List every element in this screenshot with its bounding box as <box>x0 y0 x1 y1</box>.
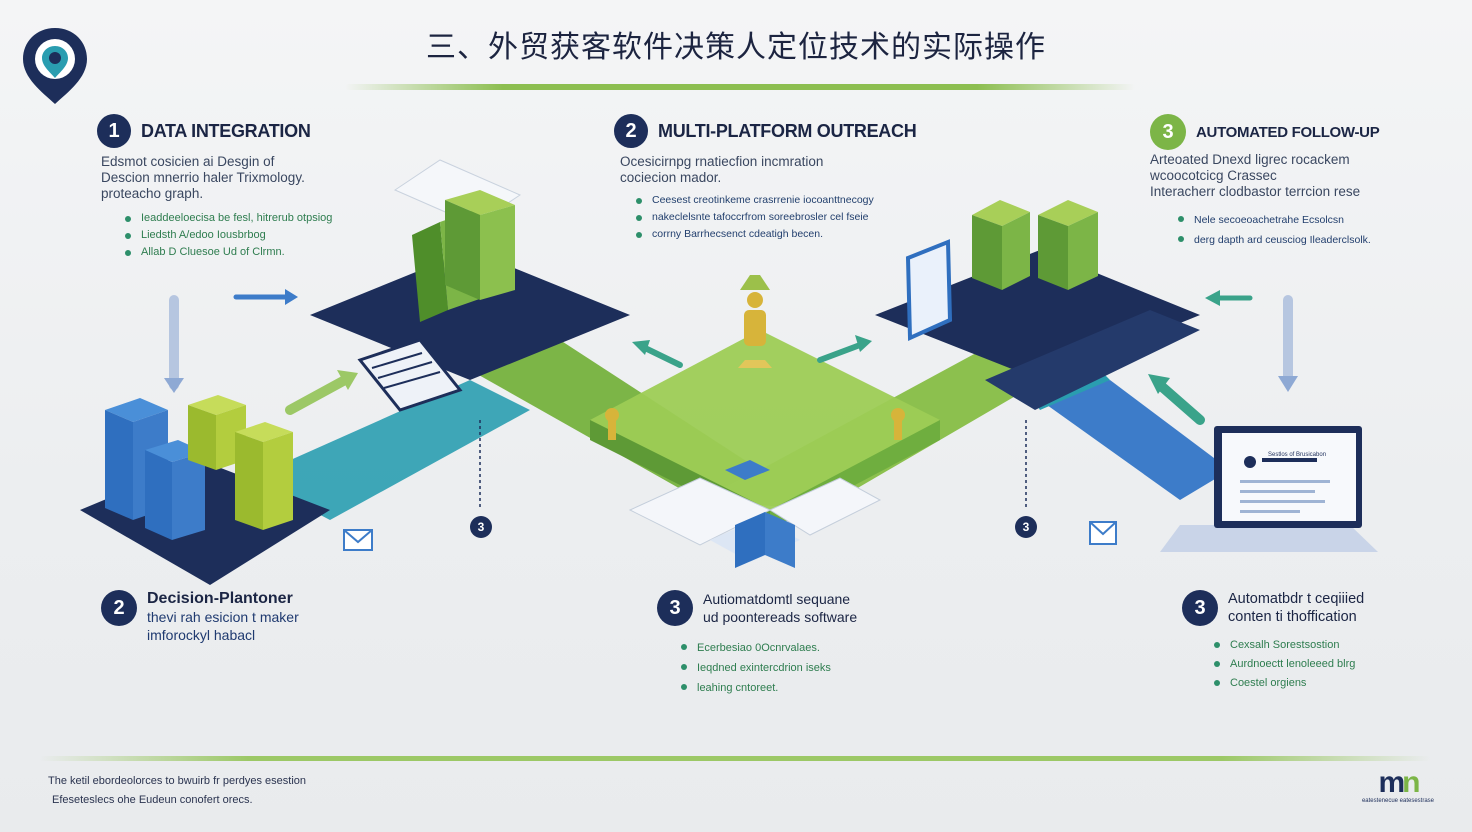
section-automated-follow-up: 3 AUTOMATED FOLLOW-UP Arteoated Dnexd li… <box>1150 114 1380 250</box>
desc-line: imforockyl habacl <box>147 627 256 643</box>
document-card-icon <box>357 338 463 412</box>
laptop-screen-header: Sestlos of Brusicabon <box>1268 452 1327 458</box>
section-multi-platform-outreach: 2 MULTI-PLATFORM OUTREACH Ocesicirnpg rn… <box>614 114 917 243</box>
footer-line: Efeseteslecs ohe Eudeun conofert orecs. <box>52 794 253 806</box>
section-number-badge: 3 <box>1182 590 1218 626</box>
lime-server-stack-icon <box>188 395 293 530</box>
footer-line: The ketil ebordeolorces to bwuirb fr per… <box>48 775 307 787</box>
section-number-badge: 3 <box>657 590 693 626</box>
bullet-item: corrny Barrhecsenct cdeatigh becen. <box>636 226 916 243</box>
bullet-item: nakeclelsnte tafoccrfrom soreebrosler ce… <box>636 209 916 226</box>
section-number-badge: 3 <box>1150 114 1186 150</box>
bullet-item: Ieaddeeloecisa be fesl, hitrerub otpsiog <box>125 210 332 227</box>
bullet-item: leahing cntoreet. <box>681 678 857 698</box>
laptop-icon <box>1160 426 1378 552</box>
section-title: Decision-Plantoner <box>147 590 293 607</box>
bullet-item: derg dapth ard ceusciog Ileaderclsolk. <box>1178 230 1379 250</box>
bullet-item: Liedsth A/edoo Iousbrbog <box>125 227 332 244</box>
desc-line: Edsmot cosicien ai Desgin of <box>101 154 275 169</box>
desc-line: Ocesicirnpg rnatiecfion incmration <box>620 154 824 169</box>
brand-logo: mn eatestenecue eatesestrase <box>1356 766 1440 804</box>
brand-caption: eatestenecue eatesestrase <box>1361 798 1435 804</box>
bullet-item: Coestel orgiens <box>1214 674 1364 693</box>
section-title: DATA INTEGRATION <box>141 120 311 141</box>
section-title: AUTOMATED FOLLOW-UP <box>1196 123 1380 141</box>
section-title-line: conten ti thoffication <box>1228 609 1357 625</box>
location-pin-logo-icon <box>20 26 90 106</box>
desc-line: thevi rah esicion t maker <box>147 609 299 625</box>
gold-person-icon <box>738 275 772 368</box>
bullet-item: Ecerbesiao 0Ocnrvalaes. <box>681 638 857 658</box>
bullet-item: Ieqdned exintercdrion iseks <box>681 658 857 678</box>
bullet-item: Aurdnoectt lenoleeed blrg <box>1214 655 1364 674</box>
flow-marker-right: 3 <box>1015 516 1037 538</box>
section-title-line: ud poontereads software <box>703 609 858 625</box>
section-title-line: Automatbdr t ceqiiied <box>1228 591 1365 607</box>
section-automated-content: 3 Automatbdr t ceqiiied conten ti thoffi… <box>1182 590 1364 693</box>
section-number-badge: 1 <box>97 114 131 148</box>
blue-flow-band-right <box>1040 380 1230 500</box>
green-central-platform <box>590 330 940 510</box>
section-title: MULTI-PLATFORM OUTREACH <box>658 120 917 141</box>
desc-line: wcoocotcicg Crassec <box>1150 168 1277 183</box>
bullet-item: Nele secoeoachetrahe Ecsolcsn <box>1178 210 1379 230</box>
arrow-head <box>285 289 298 305</box>
bullet-item: Cexsalh Sorestsostion <box>1214 636 1364 655</box>
footer-note: The ketil ebordeolorces to bwuirb fr per… <box>48 772 306 810</box>
green-server-cabinet-icon <box>393 159 522 322</box>
title-underline <box>345 84 1135 90</box>
brand-mark: mn <box>1378 766 1420 799</box>
bullet-item: Allab D Cluesoe Ud of Clrmn. <box>125 244 332 261</box>
teal-flow-band-left <box>250 380 530 520</box>
section-number-badge: 2 <box>614 114 648 148</box>
section-decision-platform: 2 Decision-Plantoner thevi rah esicion t… <box>101 590 299 644</box>
gold-marker-icon <box>605 408 905 440</box>
page-title: 三、外贸获客软件决策人定位技术的实际操作 <box>426 31 1046 64</box>
section-number-badge: 2 <box>101 590 137 626</box>
blue-server-stack-icon <box>105 398 205 540</box>
footer-divider <box>40 756 1430 761</box>
green-folder-cabinet-icon <box>972 200 1098 290</box>
section-title-line: Autiomatdomtl sequane <box>703 591 851 607</box>
central-server-icon <box>628 460 882 568</box>
desc-line: proteacho graph. <box>101 186 204 201</box>
envelope-icon <box>343 529 373 551</box>
envelope-icon <box>1089 521 1117 545</box>
bullet-item: Ceesest creotinkeme crasrrenie iocoanttn… <box>636 192 916 209</box>
flow-marker-left: 3 <box>470 516 492 538</box>
desc-line: Arteoated Dnexd ligrec rocackem <box>1150 152 1350 167</box>
desc-line: cociecion mador. <box>620 170 722 185</box>
section-automated-sequence: 3 Autiomatdomtl sequane ud poontereads s… <box>657 590 857 698</box>
section-data-integration: 1 DATA INTEGRATION Edsmot cosicien ai De… <box>97 114 332 261</box>
blue-tablet-icon <box>905 239 953 342</box>
left-dark-platform <box>310 250 630 380</box>
desc-line: Interacherr clodbastor terrcion rese <box>1150 184 1361 199</box>
desc-line: Descion mnerrio haler Trixmology. <box>101 170 305 185</box>
